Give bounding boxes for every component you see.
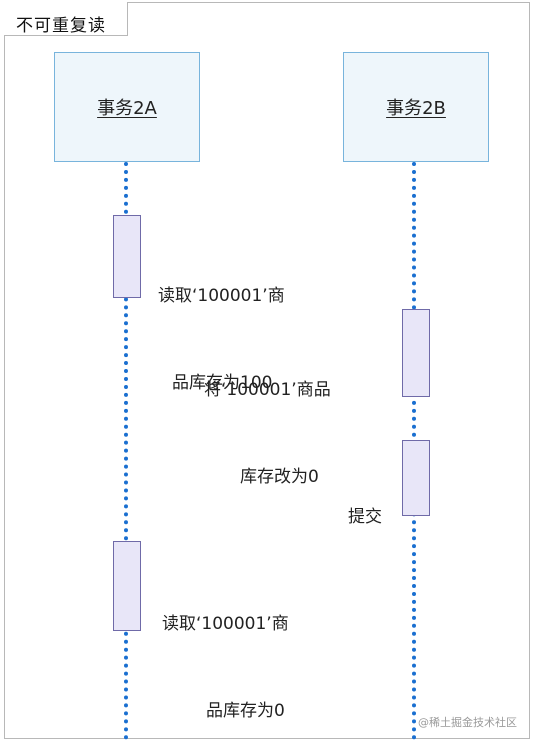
participant-a-label: 事务2A — [97, 98, 157, 119]
lifeline-a — [124, 162, 128, 740]
message-line: 库存改为0 — [240, 467, 319, 487]
diagram-title: 不可重复读 — [16, 16, 106, 36]
participant-a-box: 事务2A — [54, 52, 200, 162]
message-line: 读取‘100001’商 — [162, 614, 289, 634]
message-line: 品库存为100 — [172, 373, 273, 393]
activation-b-1 — [402, 309, 430, 397]
message-a-read-1: 读取‘100001’商 品库存为100 — [158, 224, 285, 427]
message-b-commit: 提交 — [348, 445, 382, 561]
message-line: 品库存为0 — [206, 701, 285, 721]
participant-b-label: 事务2B — [386, 98, 446, 119]
message-line: 读取‘100001’商 — [158, 286, 285, 306]
message-line: 提交 — [348, 507, 382, 527]
diagram-title-tab: 不可重复读 — [4, 2, 128, 36]
activation-b-2 — [402, 440, 430, 516]
participant-b-box: 事务2B — [343, 52, 489, 162]
watermark: @稀土掘金技术社区 — [418, 716, 517, 729]
message-a-read-2: 读取‘100001’商 品库存为0 — [162, 552, 289, 755]
message-line: 将‘100001’商品 — [204, 380, 331, 400]
message-b-update: 将‘100001’商品 库存改为0 — [204, 318, 331, 521]
activation-a-1 — [113, 215, 141, 298]
activation-a-2 — [113, 541, 141, 631]
